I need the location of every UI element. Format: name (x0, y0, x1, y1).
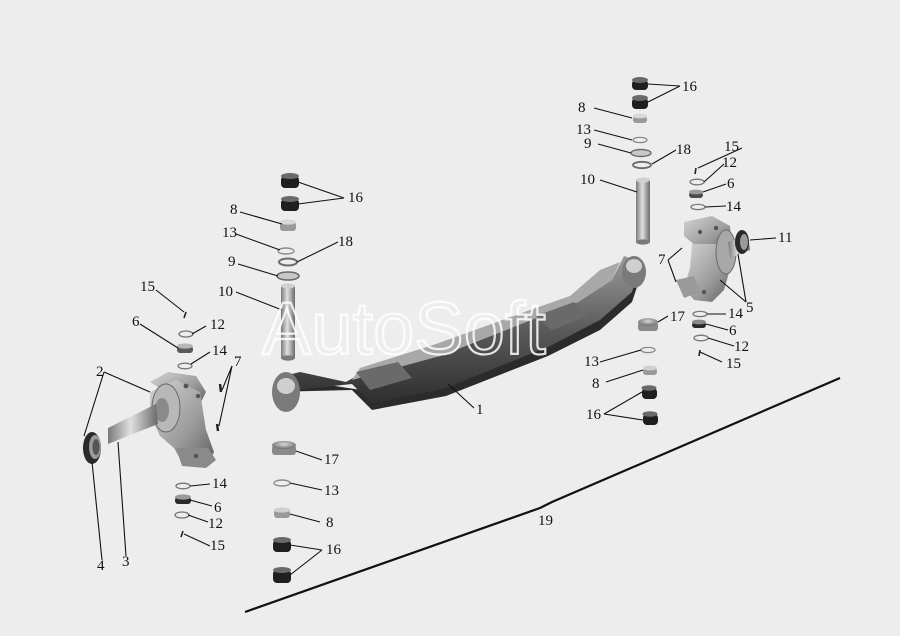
part-label: 11 (778, 230, 792, 246)
part-label: 14 (212, 476, 228, 492)
part-label: 9 (584, 136, 592, 152)
washer (278, 257, 298, 267)
part-label: 9 (228, 254, 236, 270)
left-upper-small-parts (177, 311, 194, 370)
ground-line (244, 376, 841, 614)
part-label: 13 (584, 354, 599, 370)
steering-arm-bolt (215, 423, 220, 432)
washer (632, 160, 652, 170)
part-label: 1 (476, 402, 484, 418)
watermark: AutoSoft (262, 287, 546, 370)
part-label: 12 (722, 155, 737, 171)
right-upper-small-parts (689, 167, 706, 211)
thrust-bearing (272, 441, 296, 455)
part-label: 16 (348, 190, 364, 206)
axle-beam (272, 256, 646, 412)
part-label: 18 (338, 234, 353, 250)
part-label: 13 (324, 483, 339, 499)
bushing (281, 173, 299, 188)
bushing-cap (633, 113, 647, 123)
seal-ring (273, 479, 291, 487)
part-label: 5 (746, 300, 754, 316)
bushing-cap (274, 507, 290, 518)
hub-seal (83, 432, 101, 464)
part-label: 10 (580, 172, 595, 188)
thrust-washer (630, 148, 652, 158)
part-label: 14 (728, 306, 744, 322)
bushing (632, 95, 648, 109)
part-label: 8 (592, 376, 600, 392)
bushing (281, 196, 299, 211)
part-label: 16 (586, 407, 602, 423)
bushing (641, 385, 657, 399)
thrust-washer (276, 271, 300, 281)
bushing (632, 77, 648, 90)
hub-seal-right (735, 230, 749, 254)
part-label: 12 (208, 516, 223, 532)
bushing (273, 537, 291, 552)
bushing (642, 411, 658, 425)
part-label: 19 (538, 513, 553, 529)
part-label: 10 (218, 284, 233, 300)
part-label: 13 (576, 122, 591, 138)
right-steering-knuckle (676, 216, 750, 302)
bushing-cap (643, 365, 657, 375)
bushing-cap (280, 219, 296, 231)
part-label: 8 (578, 100, 586, 116)
part-label: 12 (734, 339, 749, 355)
part-label: 16 (682, 79, 698, 95)
part-label: 2 (96, 364, 104, 380)
part-label: 15 (724, 139, 739, 155)
left-kingpin-stack (272, 173, 300, 583)
steering-arm-bolt (218, 383, 223, 393)
part-label: 6 (214, 500, 222, 516)
part-label: 4 (97, 558, 105, 574)
seal-ring (640, 346, 656, 354)
part-label: 6 (132, 314, 140, 330)
part-label: 7 (658, 252, 666, 268)
part-label: 6 (727, 176, 735, 192)
part-label: 13 (222, 225, 237, 241)
part-label: 12 (210, 317, 225, 333)
part-labels: 1 2 3 4 5 6 6 6 6 7 7 8 8 8 8 9 9 10 10 … (96, 79, 792, 574)
part-label: 14 (726, 199, 742, 215)
left-steering-knuckle (108, 372, 216, 468)
king-pin (636, 177, 650, 245)
part-label: 18 (676, 142, 691, 158)
part-label: 15 (140, 279, 155, 295)
part-label: 8 (230, 202, 238, 218)
right-lower-small-parts (692, 310, 709, 357)
part-label: 8 (326, 515, 334, 531)
part-label: 17 (324, 452, 340, 468)
leader-lines (83, 83, 777, 576)
part-label: 15 (726, 356, 741, 372)
part-label: 3 (122, 554, 130, 570)
left-lower-small-parts (174, 482, 191, 538)
part-label: 7 (234, 354, 242, 370)
part-label: 15 (210, 538, 225, 554)
seal-ring (632, 136, 648, 144)
part-label: 6 (729, 323, 737, 339)
king-pin (281, 283, 295, 361)
bushing (273, 567, 291, 583)
seal-ring (277, 247, 295, 255)
part-label: 14 (212, 343, 228, 359)
part-label: 17 (670, 309, 686, 325)
thrust-bearing (638, 318, 658, 331)
part-label: 16 (326, 542, 342, 558)
